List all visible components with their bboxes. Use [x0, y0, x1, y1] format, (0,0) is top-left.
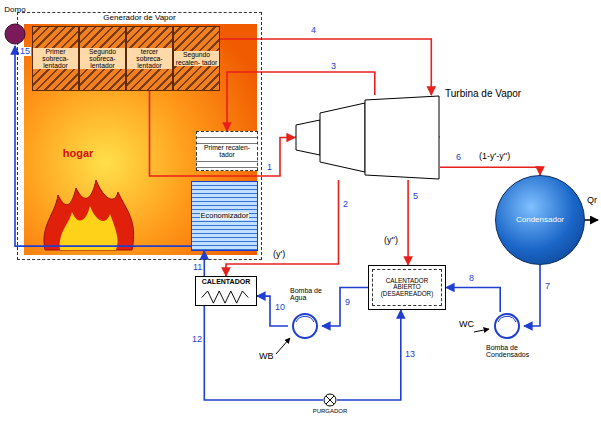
- steam-line: [150, 91, 296, 176]
- node-label: Condensador: [516, 216, 564, 224]
- flow-label: (1-y'-y''): [478, 152, 511, 161]
- water-line: [204, 251, 206, 276]
- flow-label: WC: [458, 320, 475, 329]
- callout-number: 12: [191, 335, 203, 344]
- callout-number: 5: [412, 192, 419, 201]
- water-line: [446, 288, 500, 313]
- steam-line: [220, 39, 431, 95]
- water-line: [322, 288, 368, 327]
- economizer: Economizador: [191, 181, 258, 251]
- callout-number: 15: [19, 47, 31, 56]
- superheater: tercer sobreca- lentador: [126, 26, 173, 91]
- node-label: CALENTADOR ABIERTO (DESAEREADOR): [369, 278, 445, 298]
- work-arrow: [276, 338, 290, 354]
- drum-symbol: [5, 24, 25, 44]
- node-shape: [295, 95, 440, 180]
- pump-impeller: [498, 316, 516, 322]
- steam-turbine: Turbina de Vapor: [295, 95, 440, 180]
- node-label: Domo: [0, 6, 30, 14]
- work-arrow: [474, 329, 489, 332]
- superheater: Segundo sobreca- lentador: [79, 26, 126, 91]
- water-pump: Bomba de Agua: [288, 312, 322, 340]
- callout-number: 4: [310, 26, 317, 35]
- water-line: [257, 296, 288, 326]
- turbine-stage: [320, 103, 365, 172]
- flame: [44, 180, 134, 250]
- flow-label: Qr: [586, 196, 598, 205]
- node-label: Turbina de Vapor: [445, 89, 521, 100]
- node-label: Segundo sobreca- lentador: [80, 48, 125, 69]
- turbine-stage: [365, 96, 439, 179]
- steam-line: [440, 167, 540, 175]
- steam-generator: Generador de VaporPrimer sobreca- lentad…: [17, 12, 262, 260]
- callout-number: 2: [342, 200, 349, 209]
- water-line: [524, 265, 540, 326]
- node-label: PURGADOR: [305, 408, 355, 414]
- pump-impeller: [296, 316, 314, 322]
- pump-symbol: [495, 314, 519, 338]
- water-line: [204, 306, 323, 400]
- flow-label: WB: [258, 352, 275, 361]
- node-shape: [490, 312, 524, 340]
- heater-coil: [202, 291, 248, 303]
- callout-number: 3: [330, 62, 337, 71]
- node-shape: [288, 312, 322, 340]
- node-label: Generador de Vapor: [78, 14, 201, 22]
- furnace-fill: [24, 24, 257, 255]
- reheater: Primer recalen- tador: [196, 131, 258, 171]
- callout-number: 11: [192, 263, 203, 272]
- callout-number: 1: [266, 163, 273, 172]
- closed-heater: CALENTADOR: [195, 276, 257, 306]
- flow-label: (y'): [272, 250, 286, 259]
- water-line: [337, 310, 401, 400]
- callout-number: 13: [404, 350, 416, 359]
- furnace: hogar: [48, 143, 108, 165]
- node-label: CALENTADOR: [202, 278, 250, 285]
- reheater: Segundo recalen- tador: [173, 26, 220, 91]
- superheater: Primer sobreca- lentador: [32, 26, 79, 91]
- steam-line: [407, 180, 409, 265]
- condensate-pump: Bomba de Condensados: [490, 312, 524, 340]
- callout-number: 6: [455, 153, 462, 162]
- node-label: Economizador: [200, 212, 250, 220]
- node-label: Primer sobreca- lentador: [33, 48, 78, 69]
- callout-number: 8: [468, 274, 475, 283]
- callout-number: 10: [274, 303, 286, 312]
- node-shape: [323, 393, 337, 407]
- flame-core: [60, 206, 118, 250]
- node-label: hogar: [63, 148, 94, 160]
- node-label: Segundo recalen- tador: [174, 51, 219, 65]
- callout-number: 7: [544, 282, 551, 291]
- node-label: tercer sobreca- lentador: [127, 48, 172, 69]
- heat-arrow: [585, 219, 598, 221]
- steam-trap: PURGADOR: [323, 393, 337, 407]
- node-label: Bomba de Agua: [290, 287, 332, 302]
- node-label: Bomba de Condensados: [486, 344, 556, 359]
- trap-symbol: [324, 394, 336, 406]
- turbine-stage: [296, 120, 320, 155]
- flow-label: (y''): [383, 236, 399, 245]
- trap-cross: [326, 396, 334, 404]
- condenser: Condensador: [495, 175, 585, 265]
- callout-number: 9: [344, 298, 351, 307]
- node-label: Primer recalen- tador: [197, 144, 257, 158]
- drum: Domo: [0, 6, 30, 46]
- pump-symbol: [293, 314, 317, 338]
- deaerator: CALENTADOR ABIERTO (DESAEREADOR): [368, 265, 446, 310]
